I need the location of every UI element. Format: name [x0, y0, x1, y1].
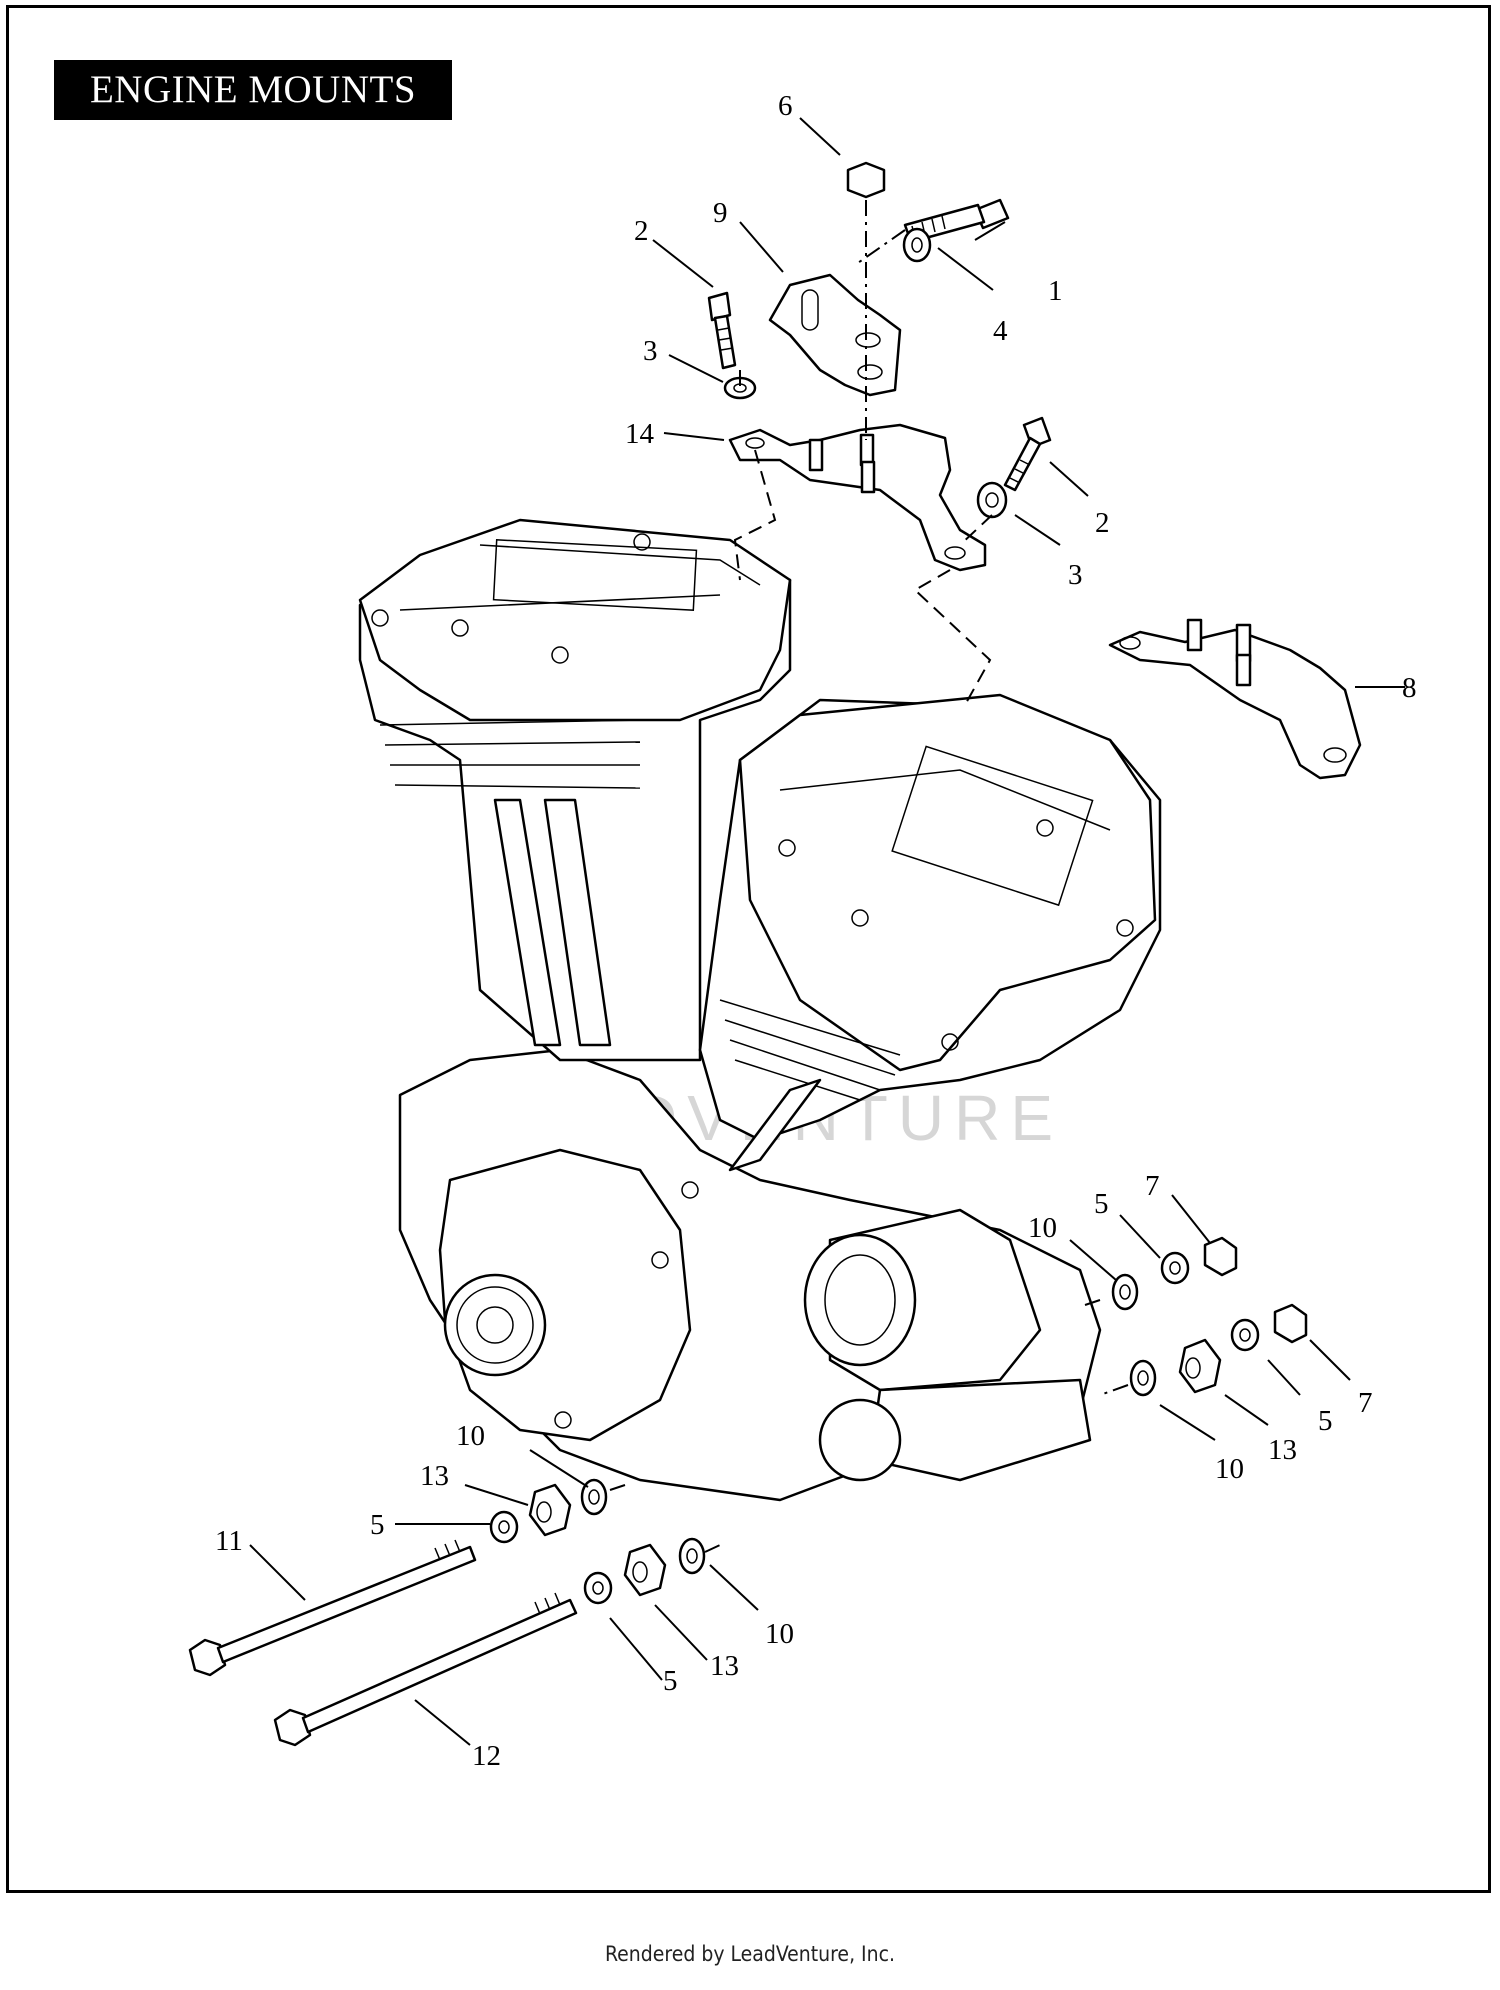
part-14-bracket: [728, 423, 987, 572]
callout-10-r1: 10: [1028, 1212, 1057, 1244]
callout-7-r1: 7: [1145, 1170, 1160, 1202]
callout-5-r2: 5: [1318, 1405, 1333, 1437]
callout-11: 11: [215, 1525, 243, 1557]
part-5-washer-l1: [489, 1510, 519, 1544]
part-5-washer-r1: [1160, 1251, 1190, 1285]
callout-13-l1: 13: [420, 1460, 449, 1492]
part-2-bolt-upper: [707, 291, 737, 370]
callout-5-l1: 5: [370, 1509, 385, 1541]
callout-12: 12: [472, 1740, 501, 1772]
engine-illustration: [358, 518, 1162, 1502]
part-3-washer-right: [976, 481, 1008, 519]
callout-labels: 6 2 9 1 4 3 14 2 3 8 7 5 10 5 7 13 10 10…: [215, 90, 1417, 1772]
part-10-spacer-r1: [1111, 1273, 1139, 1311]
diagram-title: ENGINE MOUNTS: [54, 60, 452, 120]
callout-6: 6: [778, 90, 793, 122]
part-6-nut: [846, 161, 886, 199]
part-2-bolt-right: [1003, 416, 1052, 492]
part-10-spacer-l2: [678, 1537, 706, 1575]
callout-3-top: 3: [643, 335, 658, 367]
callout-9: 9: [713, 197, 728, 229]
callout-10-l1: 10: [456, 1420, 485, 1452]
callout-14: 14: [625, 418, 655, 450]
part-4-washer: [902, 227, 932, 263]
callout-2-right: 2: [1095, 507, 1110, 539]
part-5-washer-r2: [1230, 1318, 1260, 1352]
callout-3-right: 3: [1068, 559, 1083, 591]
part-5-washer-l2: [583, 1571, 613, 1605]
callout-13-r2: 13: [1268, 1434, 1297, 1466]
callout-13-l2: 13: [710, 1650, 739, 1682]
part-7-nut-r1: [1203, 1236, 1238, 1277]
callout-5-l2: 5: [663, 1665, 678, 1697]
part-10-spacer-l1: [580, 1478, 608, 1516]
callout-8: 8: [1402, 672, 1417, 704]
part-10-spacer-r2: [1129, 1359, 1157, 1397]
footer-credit: Rendered by LeadVenture, Inc.: [605, 1942, 895, 1966]
callout-5-r1: 5: [1094, 1188, 1109, 1220]
part-13-bushing-l2: [623, 1543, 667, 1597]
callout-7-r2: 7: [1358, 1387, 1373, 1419]
callout-1: 1: [1048, 275, 1063, 307]
part-13-bushing-l1: [528, 1483, 572, 1537]
part-11-through-bolt: [188, 1539, 477, 1677]
part-7-nut-r2: [1273, 1303, 1308, 1344]
leader-lines: [249, 117, 1405, 1746]
callout-2-top: 2: [634, 215, 649, 247]
part-9-bracket: [768, 273, 902, 397]
callout-10-r2: 10: [1215, 1453, 1244, 1485]
part-12-through-bolt: [273, 1592, 578, 1747]
callout-4: 4: [993, 315, 1008, 347]
callout-10-l2: 10: [765, 1618, 794, 1650]
part-8-bracket: [1108, 628, 1362, 780]
